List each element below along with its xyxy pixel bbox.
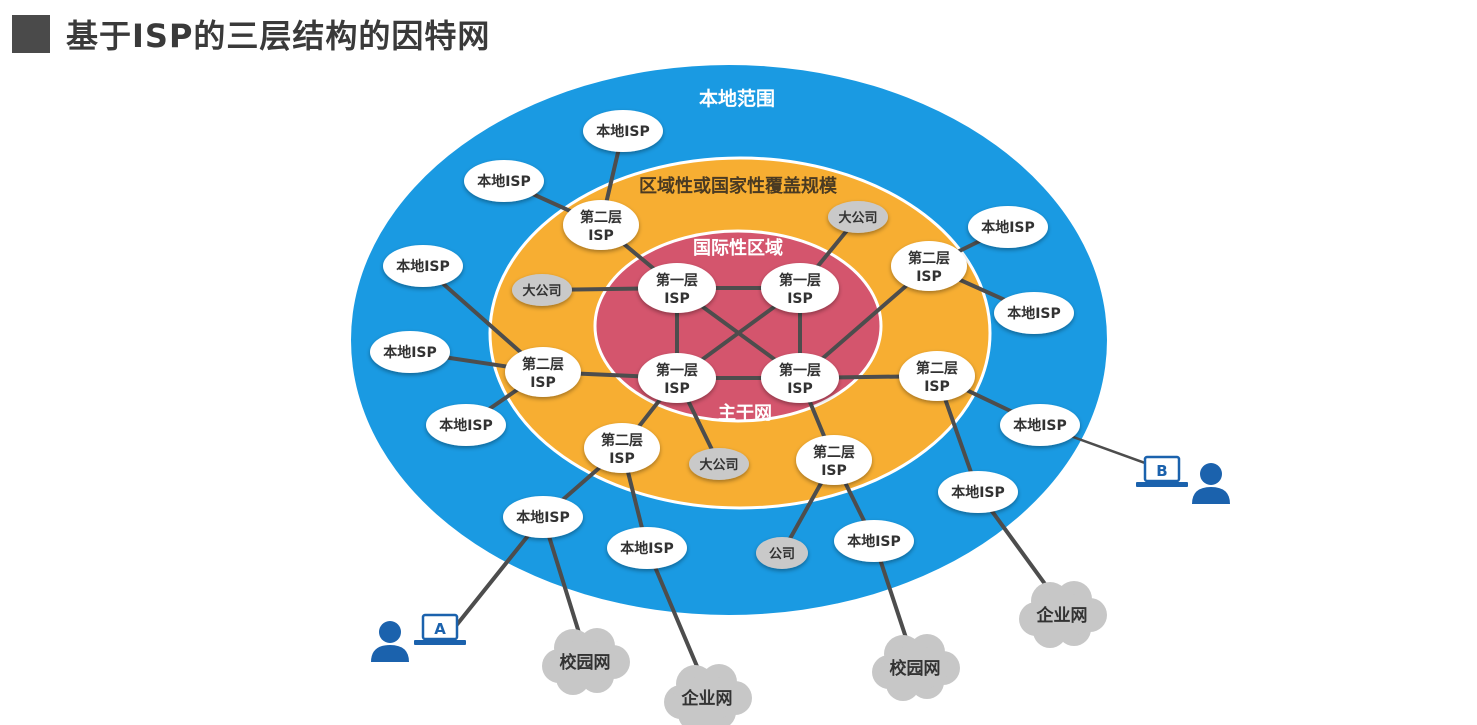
tier2-isp-node: 第二层 ISP	[796, 435, 872, 485]
big-company-node: 大公司	[828, 201, 888, 233]
svg-text:ISP: ISP	[916, 269, 942, 285]
local-isp-node: 本地ISP	[370, 331, 450, 373]
svg-text:第二层: 第二层	[908, 250, 950, 267]
svg-text:ISP: ISP	[609, 451, 635, 467]
enterprise-label: 企业网	[681, 688, 733, 709]
svg-text:本地ISP: 本地ISP	[620, 540, 674, 557]
svg-text:第一层: 第一层	[779, 272, 821, 289]
host-b-label: B	[1156, 462, 1167, 480]
campus-label: 校园网	[560, 652, 611, 673]
svg-text:ISP: ISP	[588, 228, 614, 244]
local-isp-node: 本地ISP	[464, 160, 544, 202]
svg-text:ISP: ISP	[924, 379, 950, 395]
local-isp-node: 本地ISP	[426, 404, 506, 446]
local-isp-node: 本地ISP	[503, 496, 583, 538]
svg-text:本地ISP: 本地ISP	[1007, 305, 1061, 322]
host-a: A	[371, 613, 466, 662]
local-zone-label: 本地范围	[699, 87, 775, 110]
svg-text:本地ISP: 本地ISP	[596, 123, 650, 140]
title-square-icon	[12, 15, 50, 53]
local-isp-node: 本地ISP	[583, 110, 663, 152]
campus-cloud-right: 校园网	[872, 634, 960, 701]
tier1-isp-node: 第一层 ISP	[761, 353, 839, 403]
svg-text:本地ISP: 本地ISP	[981, 219, 1035, 236]
svg-text:ISP: ISP	[821, 463, 847, 479]
svg-text:大公司: 大公司	[838, 210, 877, 226]
svg-text:公司: 公司	[769, 547, 795, 562]
local-isp-node: 本地ISP	[1000, 404, 1080, 446]
laptop-icon: A	[414, 613, 466, 645]
tier1-isp-node: 第一层 ISP	[638, 353, 716, 403]
link	[541, 515, 587, 654]
enterprise-cloud-right: 企业网	[1019, 581, 1107, 648]
enterprise-label: 企业网	[1036, 605, 1088, 626]
svg-text:本地ISP: 本地ISP	[396, 258, 450, 275]
title-bar: 基于ISP的三层结构的因特网	[12, 12, 490, 56]
local-isp-node: 本地ISP	[834, 520, 914, 562]
local-isp-node: 本地ISP	[968, 206, 1048, 248]
host-b: B	[1136, 455, 1230, 504]
svg-text:第二层: 第二层	[580, 209, 622, 226]
svg-text:第二层: 第二层	[916, 360, 958, 377]
svg-text:第一层: 第一层	[656, 272, 698, 289]
international-zone	[593, 229, 883, 423]
campus-cloud-left: 校园网	[542, 628, 630, 695]
svg-text:第二层: 第二层	[601, 432, 643, 449]
laptop-icon: B	[1136, 455, 1188, 487]
user-icon	[371, 621, 409, 662]
page-title: 基于ISP的三层结构的因特网	[66, 17, 491, 55]
tier2-isp-node: 第二层 ISP	[563, 200, 639, 250]
svg-text:第一层: 第一层	[656, 362, 698, 379]
local-isp-node: 本地ISP	[938, 471, 1018, 513]
svg-text:ISP: ISP	[787, 291, 813, 307]
svg-text:ISP: ISP	[664, 381, 690, 397]
svg-text:本地ISP: 本地ISP	[383, 344, 437, 361]
svg-text:本地ISP: 本地ISP	[477, 173, 531, 190]
local-isp-node: 本地ISP	[994, 292, 1074, 334]
svg-text:本地ISP: 本地ISP	[439, 417, 493, 434]
tier1-isp-node: 第一层 ISP	[638, 263, 716, 313]
tier2-isp-node: 第二层 ISP	[891, 241, 967, 291]
company-node: 公司	[756, 537, 808, 569]
campus-label: 校园网	[890, 658, 941, 679]
svg-text:ISP: ISP	[787, 381, 813, 397]
tier2-isp-node: 第二层 ISP	[584, 423, 660, 473]
local-isp-node: 本地ISP	[607, 527, 687, 569]
svg-text:ISP: ISP	[530, 375, 556, 391]
international-zone-label: 国际性区域	[693, 237, 783, 259]
tier2-isp-node: 第二层 ISP	[505, 347, 581, 397]
svg-text:第二层: 第二层	[522, 356, 564, 373]
svg-text:第一层: 第一层	[779, 362, 821, 379]
user-icon	[1192, 463, 1230, 504]
svg-text:本地ISP: 本地ISP	[951, 484, 1005, 501]
svg-text:大公司: 大公司	[699, 457, 738, 473]
backbone-label: 主干网	[718, 402, 772, 424]
regional-zone-label: 区域性或国家性覆盖规模	[639, 175, 838, 197]
tier1-isp-node: 第一层 ISP	[761, 263, 839, 313]
host-a-label: A	[434, 620, 446, 638]
tier2-isp-node: 第二层 ISP	[899, 351, 975, 401]
svg-text:本地ISP: 本地ISP	[847, 533, 901, 550]
big-company-node: 大公司	[689, 448, 749, 480]
svg-text:大公司: 大公司	[522, 283, 561, 299]
svg-text:本地ISP: 本地ISP	[516, 509, 570, 526]
enterprise-cloud-bottom: 企业网	[664, 664, 752, 725]
svg-text:第二层: 第二层	[813, 444, 855, 461]
svg-text:ISP: ISP	[664, 291, 690, 307]
local-isp-node: 本地ISP	[383, 245, 463, 287]
svg-text:本地ISP: 本地ISP	[1013, 417, 1067, 434]
big-company-node: 大公司	[512, 274, 572, 306]
